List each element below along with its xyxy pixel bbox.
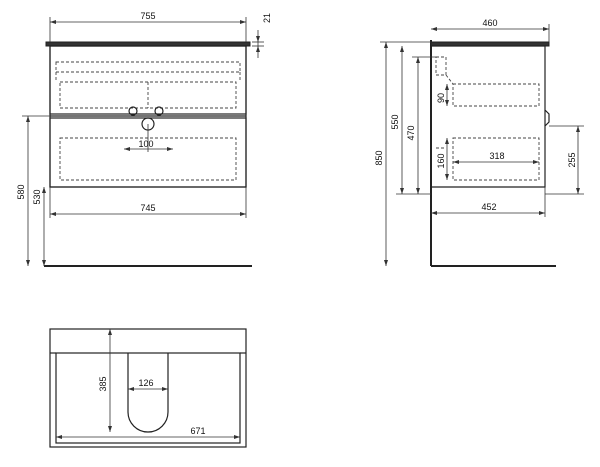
dim-front-21: 21 bbox=[262, 13, 272, 23]
dim-front-755: 755 bbox=[140, 11, 155, 21]
dim-plan-126: 126 bbox=[138, 378, 153, 388]
front-view: 755 21 745 580 530 100 bbox=[16, 11, 272, 267]
side-upper-small-hidden bbox=[435, 56, 447, 76]
dim-front-745: 745 bbox=[140, 203, 155, 213]
dim-side-550: 550 bbox=[390, 114, 400, 129]
front-upper-inner-hidden bbox=[55, 61, 241, 73]
dim-side-160: 160 bbox=[436, 153, 446, 168]
dim-side-452: 452 bbox=[481, 202, 496, 212]
plan-inner-outline bbox=[55, 352, 241, 444]
side-cabinet-body bbox=[431, 45, 550, 188]
front-upper-drawer-outline bbox=[49, 45, 247, 115]
dim-plan-671: 671 bbox=[190, 426, 205, 436]
plan-view: 385 126 671 bbox=[49, 328, 247, 448]
dim-front-100: 100 bbox=[138, 139, 153, 149]
side-hidden-connector bbox=[445, 74, 454, 85]
dim-front-580: 580 bbox=[16, 184, 26, 199]
side-view: 460 850 550 470 90 160 318 bbox=[374, 18, 584, 267]
side-upper-drawer-hidden bbox=[452, 83, 540, 107]
dim-side-470: 470 bbox=[406, 125, 416, 140]
dim-side-255: 255 bbox=[567, 152, 577, 167]
side-lower-drawer-hidden bbox=[452, 137, 540, 181]
dim-side-460: 460 bbox=[482, 18, 497, 28]
plan-siphon-cutout bbox=[127, 353, 169, 433]
plan-outer-outline bbox=[49, 328, 247, 448]
dim-side-90: 90 bbox=[436, 93, 446, 103]
dim-side-850: 850 bbox=[374, 150, 384, 165]
dim-plan-385: 385 bbox=[98, 376, 108, 391]
siphon-hole-right bbox=[154, 106, 164, 116]
dim-front-530: 530 bbox=[32, 189, 42, 204]
siphon-hole-left bbox=[128, 106, 138, 116]
dim-side-318: 318 bbox=[489, 151, 504, 161]
